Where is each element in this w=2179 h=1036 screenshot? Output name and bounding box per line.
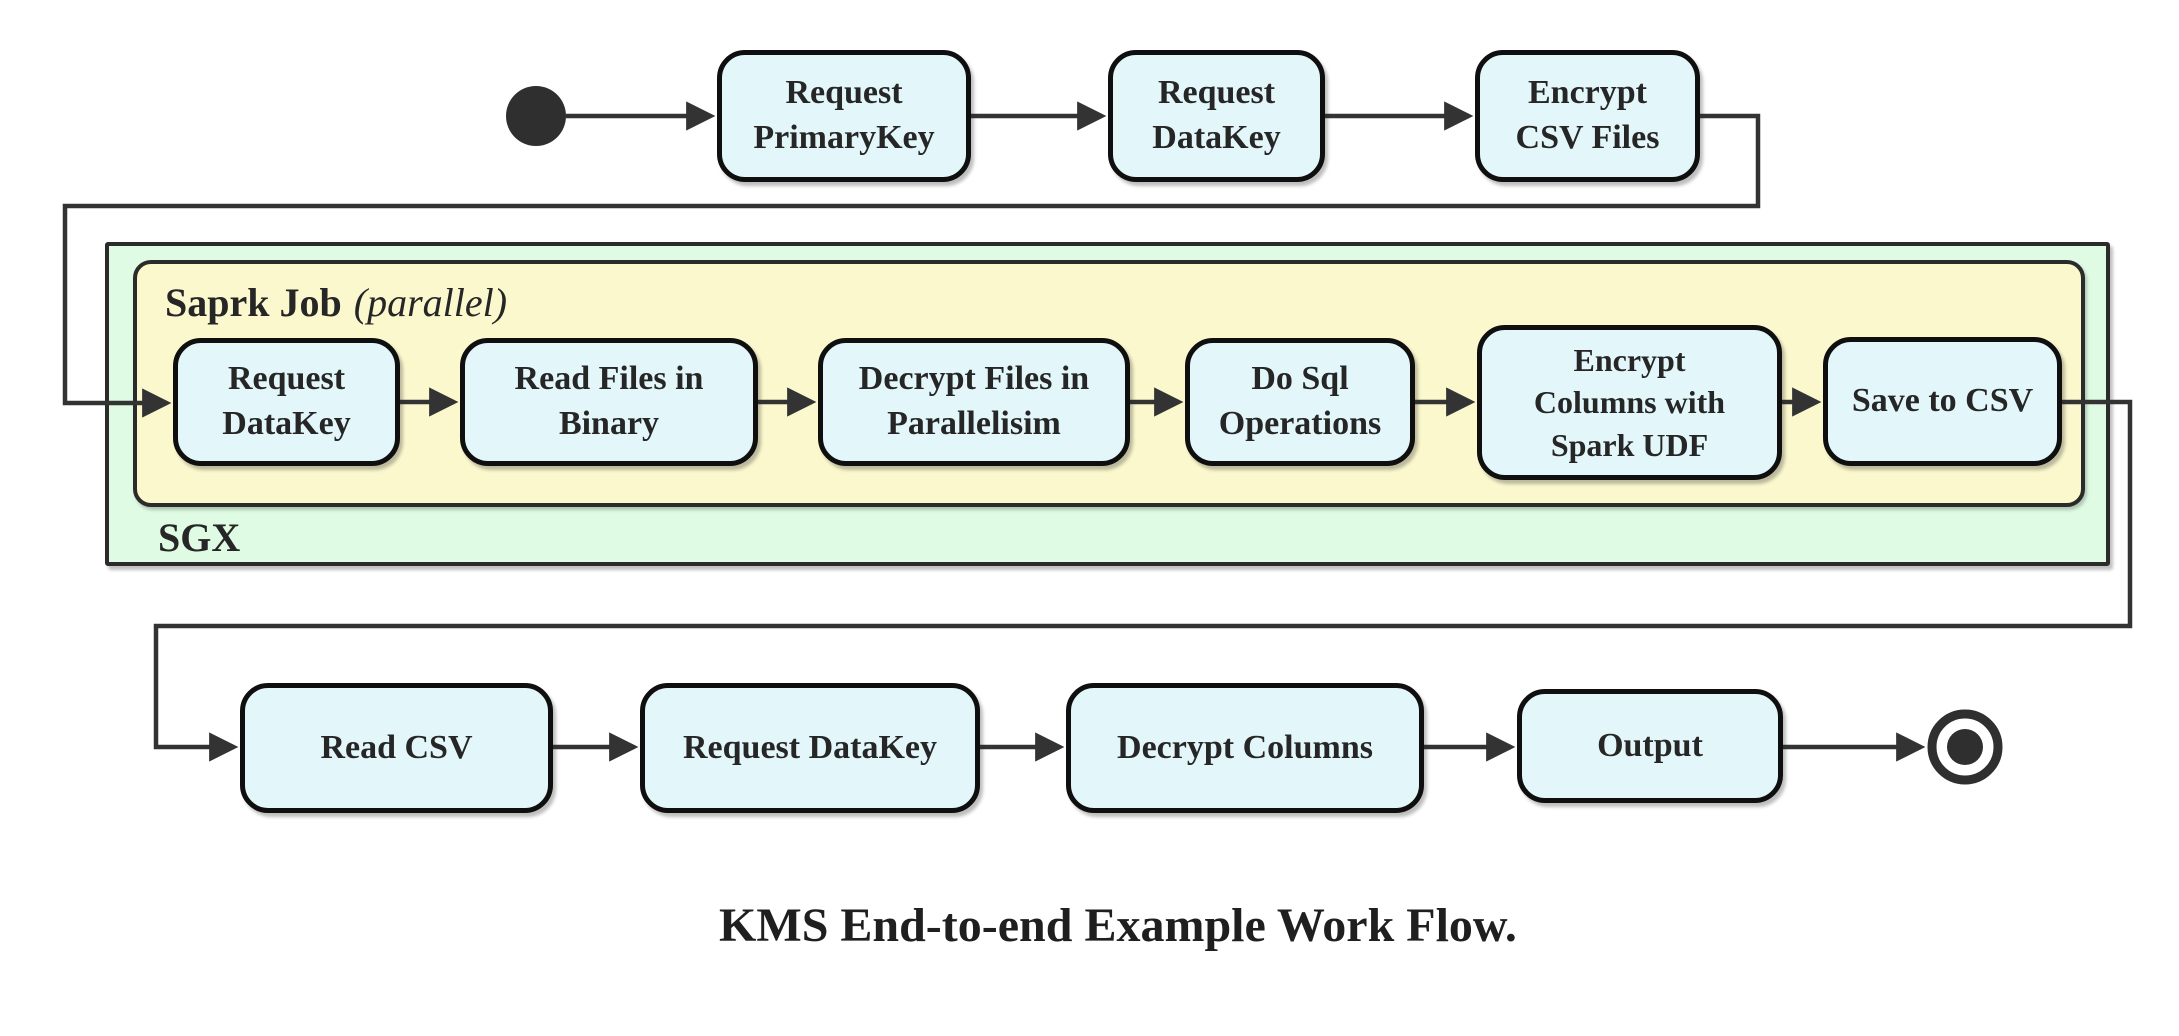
spark-job-label-text: Saprk Job <box>165 280 342 325</box>
spark-job-label: Saprk Job(parallel) <box>165 283 507 323</box>
sgx-label-text: SGX <box>158 515 241 560</box>
state-decrypt-columns: Decrypt Columns <box>1066 683 1424 813</box>
state-request-datakey-sgx: Request DataKey <box>173 338 400 466</box>
state-encrypt-columns-with-spark-udf: Encrypt Columns with Spark UDF <box>1477 325 1782 480</box>
state-output: Output <box>1517 689 1783 803</box>
sgx-label: SGX <box>158 518 240 558</box>
state-request-datakey-client: Request DataKey <box>640 683 980 813</box>
state-read-csv: Read CSV <box>240 683 553 813</box>
end-state-core-icon <box>1947 729 1983 765</box>
state-decrypt-files-in-parallelisim: Decrypt Files in Parallelisim <box>818 338 1130 466</box>
state-save-to-csv: Save to CSV <box>1823 337 2062 466</box>
start-state-icon <box>506 86 566 146</box>
state-do-sql-operations: Do Sql Operations <box>1185 338 1415 466</box>
state-read-files-in-binary: Read Files in Binary <box>460 338 758 466</box>
end-state-icon <box>1927 709 2003 785</box>
spark-job-parallel-qualifier: (parallel) <box>353 280 508 325</box>
state-request-datakey-top: Request DataKey <box>1108 50 1325 182</box>
state-encrypt-csv-files: Encrypt CSV Files <box>1475 50 1700 182</box>
state-request-primarykey: Request PrimaryKey <box>717 50 971 182</box>
diagram-title: KMS End-to-end Example Work Flow. <box>719 899 1517 952</box>
